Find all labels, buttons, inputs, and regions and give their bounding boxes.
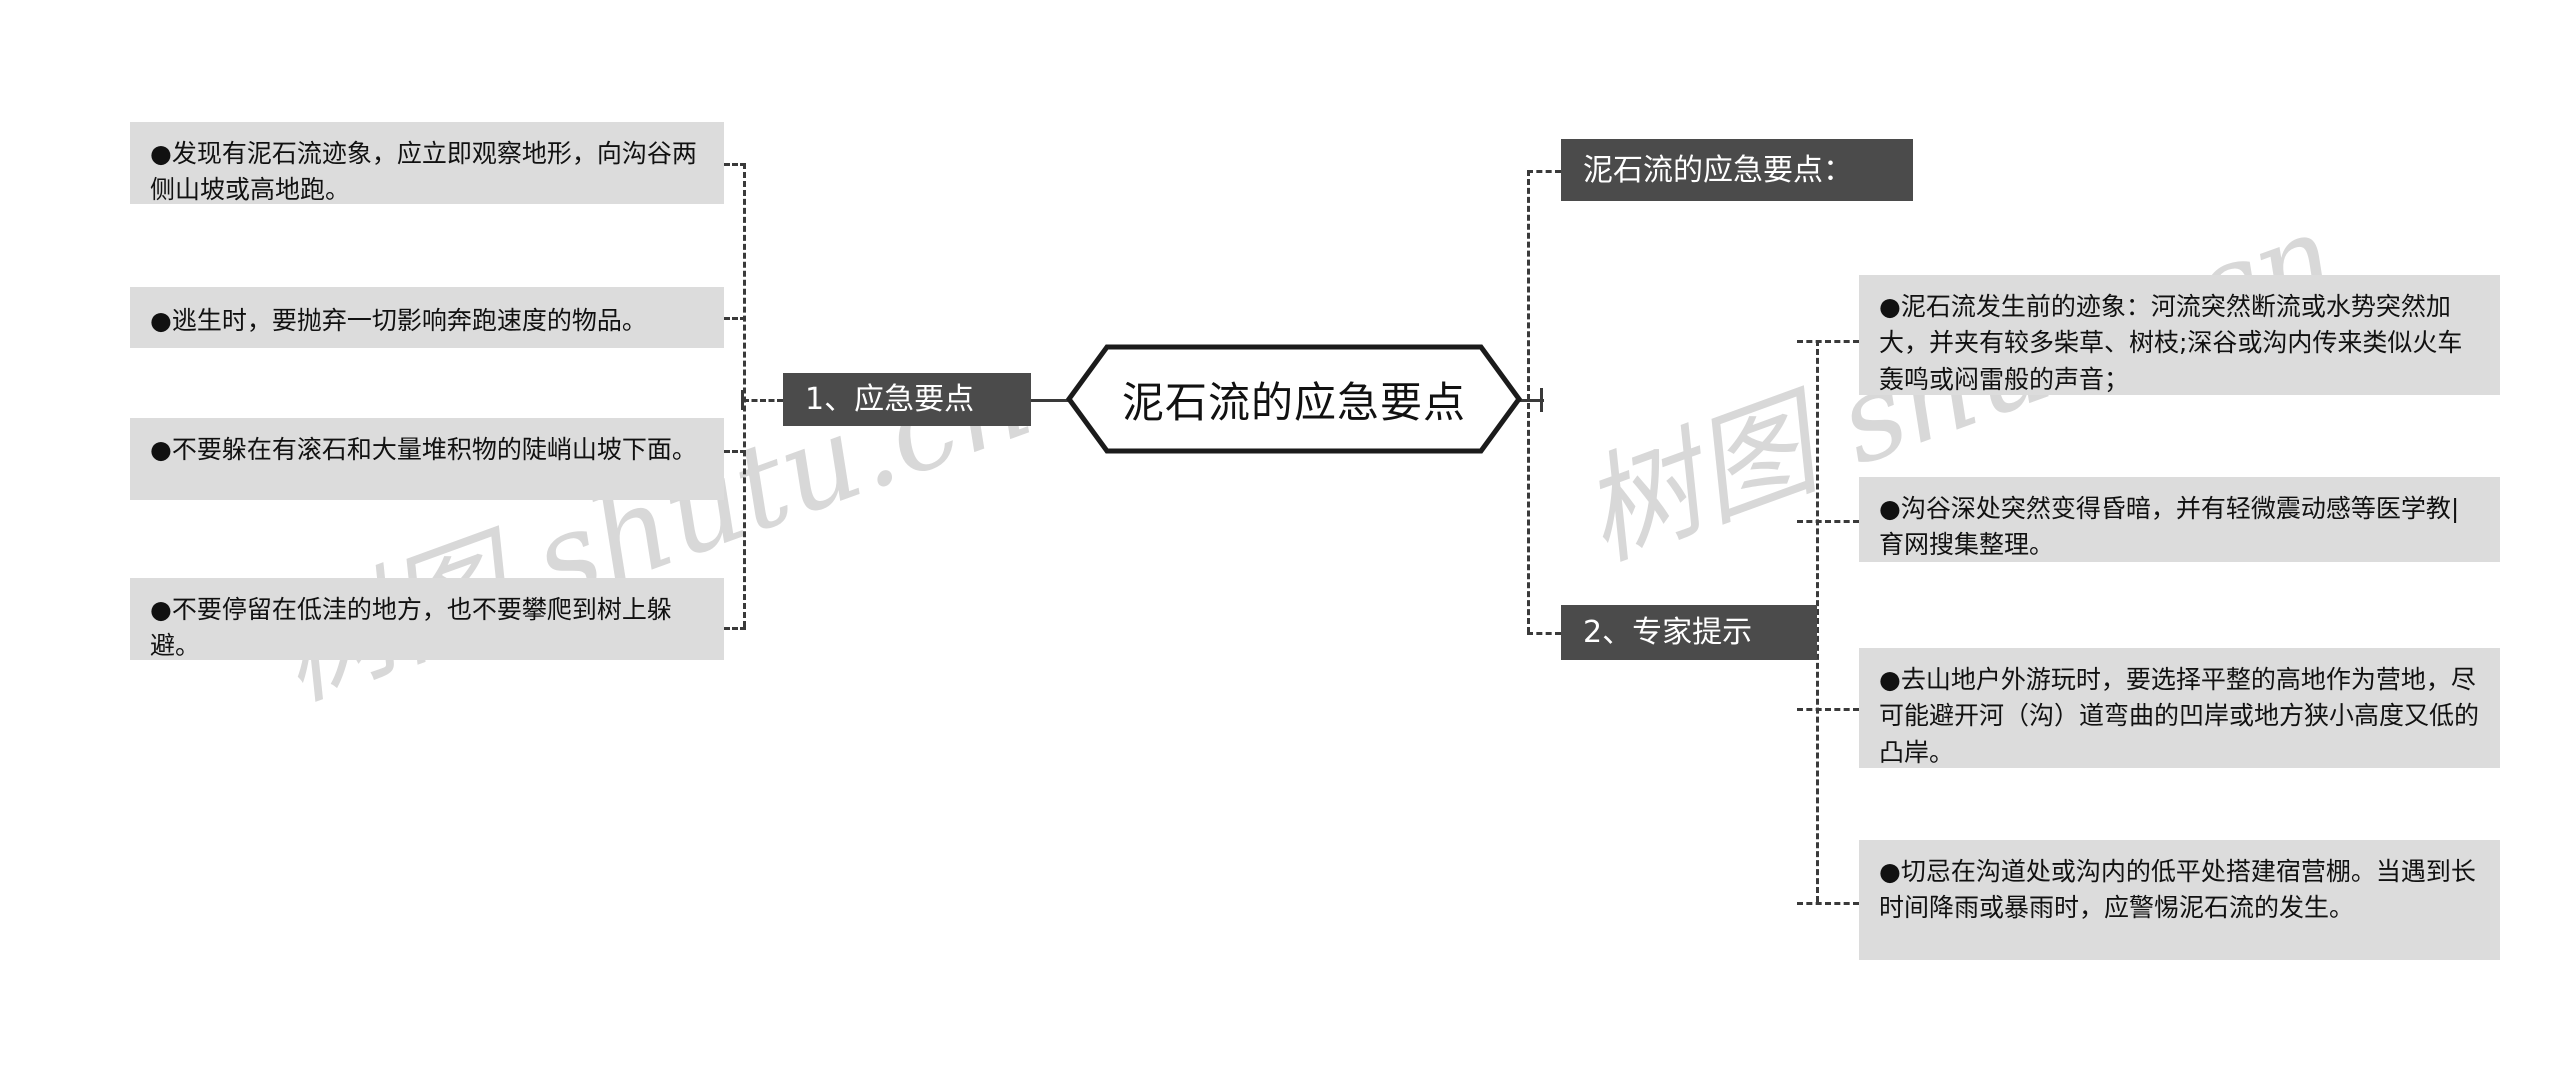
left-connector-4	[724, 627, 746, 630]
right-connector-3	[1797, 708, 1859, 711]
list-item[interactable]: ●泥石流发生前的迹象：河流突然断流或水势突然加大，并夹有较多柴草、树枝;深谷或沟…	[1859, 275, 2500, 395]
list-item-text: ●去山地户外游玩时，要选择平整的高地作为营地，尽可能避开河（沟）道弯曲的凹岸或地…	[1879, 665, 2480, 767]
watermark-left: 树图 shutu.cn	[258, 325, 1048, 726]
branch-label-emergency-points-text: 1、应急要点	[805, 382, 975, 417]
branch-label-emergency-points[interactable]: 1、应急要点	[783, 373, 1031, 426]
list-item-text: ●沟谷深处突然变得昏暗，并有轻微震动感等医学教|育网搜集整理。	[1879, 494, 2460, 560]
list-item[interactable]: ●不要躲在有滚石和大量堆积物的陡峭山坡下面。	[130, 418, 724, 500]
list-item-text: ●发现有泥石流迹象，应立即观察地形，向沟谷两侧山坡或高地跑。	[150, 139, 697, 205]
center-node-label: 泥石流的应急要点	[1121, 377, 1466, 427]
left-trunk-line	[1030, 399, 1072, 402]
list-item[interactable]: ●发现有泥石流迹象，应立即观察地形，向沟谷两侧山坡或高地跑。	[130, 122, 724, 204]
list-item[interactable]: ●逃生时，要抛弃一切影响奔跑速度的物品。	[130, 287, 724, 348]
branch-label-emergency-points-title-text: 泥石流的应急要点：	[1583, 152, 1853, 188]
left-connector-2	[724, 317, 746, 320]
center-node-shape	[1065, 344, 1523, 454]
left-connector-3	[724, 450, 746, 453]
branch-label-expert-tips-text: 2、专家提示	[1583, 615, 1753, 650]
list-item-text: ●泥石流发生前的迹象：河流突然断流或水势突然加大，并夹有较多柴草、树枝;深谷或沟…	[1879, 292, 2463, 394]
list-item-text: ●逃生时，要抛弃一切影响奔跑速度的物品。	[150, 306, 647, 335]
list-item-text: ●切忌在沟道处或沟内的低平处搭建宿营棚。当遇到长时间降雨或暴雨时，应警惕泥石流的…	[1879, 857, 2476, 923]
left-label-connector	[743, 399, 783, 402]
right-connector-4	[1797, 902, 1859, 905]
list-item[interactable]: ●不要停留在低洼的地方，也不要攀爬到树上躲避。	[130, 578, 724, 660]
list-item-text: ●不要停留在低洼的地方，也不要攀爬到树上躲避。	[150, 595, 672, 661]
branch-label-emergency-points-title[interactable]: 泥石流的应急要点：	[1561, 139, 1913, 201]
right-expert-label-connector	[1527, 632, 1561, 635]
list-item[interactable]: ●沟谷深处突然变得昏暗，并有轻微震动感等医学教|育网搜集整理。	[1859, 477, 2500, 562]
left-branch-spine	[743, 163, 746, 627]
branch-label-expert-tips[interactable]: 2、专家提示	[1561, 605, 1817, 660]
list-item[interactable]: ●去山地户外游玩时，要选择平整的高地作为营地，尽可能避开河（沟）道弯曲的凹岸或地…	[1859, 648, 2500, 768]
right-connector-2	[1797, 520, 1859, 523]
left-spine-tick	[741, 390, 744, 410]
left-connector-1	[724, 163, 746, 166]
right-trunk-tick	[1540, 388, 1543, 412]
right-trunk-line	[1518, 399, 1544, 402]
center-node[interactable]: 泥石流的应急要点	[1065, 343, 1523, 455]
right-connector-1	[1797, 340, 1859, 343]
right-top-label-connector	[1527, 170, 1561, 173]
list-item-text: ●不要躲在有滚石和大量堆积物的陡峭山坡下面。	[150, 435, 697, 464]
right-branch-spine	[1816, 340, 1819, 902]
right-main-spine	[1527, 170, 1530, 633]
list-item[interactable]: ●切忌在沟道处或沟内的低平处搭建宿营棚。当遇到长时间降雨或暴雨时，应警惕泥石流的…	[1859, 840, 2500, 960]
